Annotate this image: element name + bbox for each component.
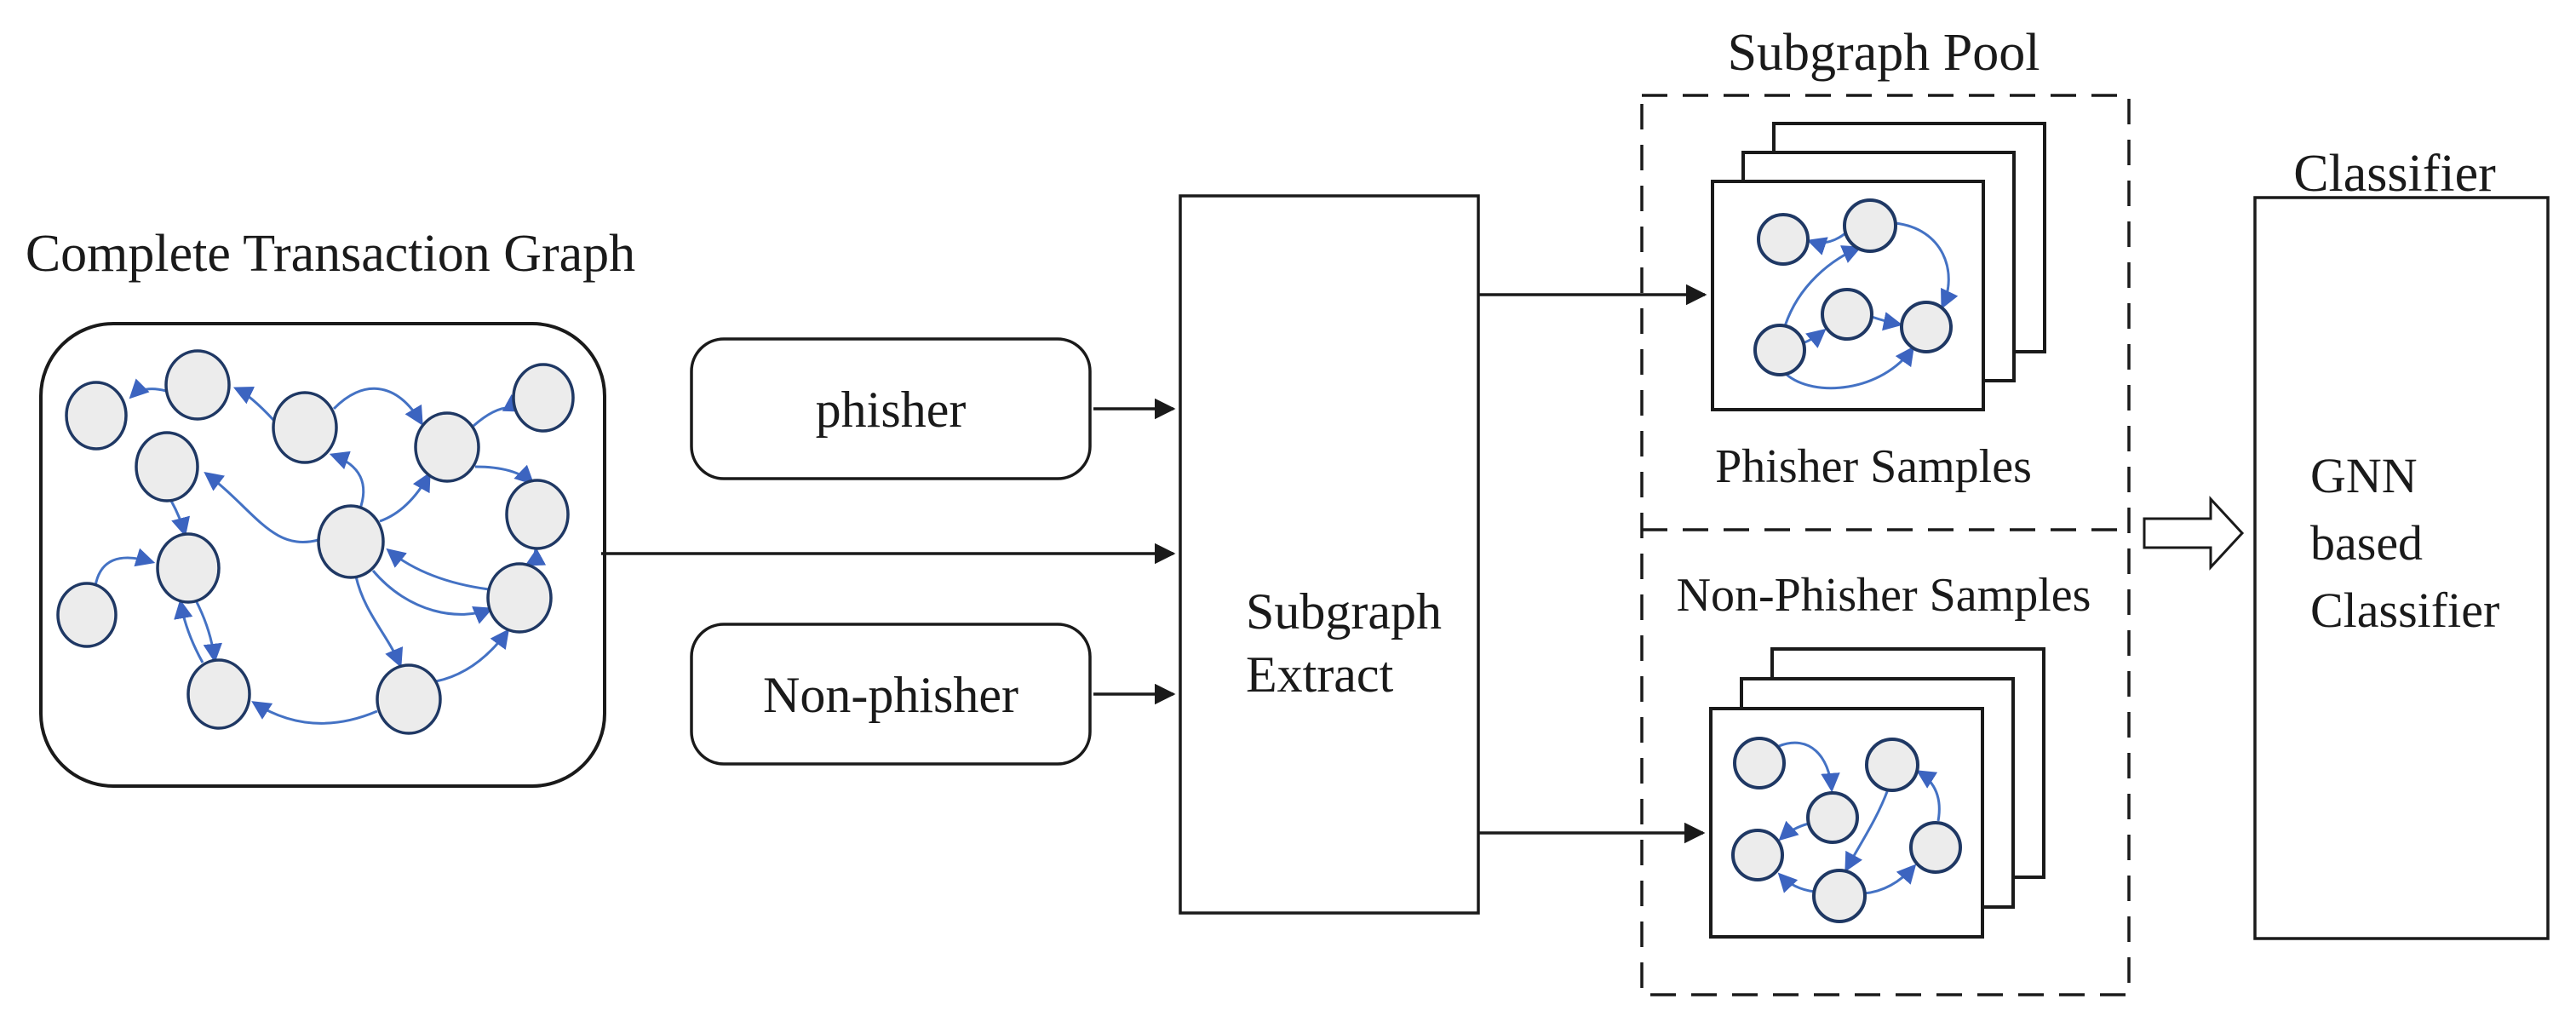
graph-edge (354, 576, 404, 669)
graph-edge (232, 386, 275, 422)
graph-edge (371, 570, 494, 624)
phisher-samples-stack (1711, 122, 2046, 411)
graph-node (135, 431, 199, 502)
graph-node (156, 532, 221, 604)
mini-graph-node (1757, 213, 1810, 266)
mini-graph-edge (1806, 232, 1846, 256)
classifier-box (2253, 196, 2550, 940)
non-phisher-samples-label: Non-Phisher Samples (1677, 569, 2091, 622)
subgraph-pool-title: Subgraph Pool (1728, 24, 2040, 82)
non-phisher-samples-stack (1709, 647, 2045, 939)
classifier-label-line1: GNN (2310, 448, 2418, 503)
graph-node (317, 504, 385, 579)
graph-edge (169, 500, 191, 537)
classifier-label-line2: based (2310, 515, 2423, 571)
graph-node (414, 411, 480, 483)
graph-edge (435, 629, 509, 683)
classifier-heading: Classifier (2293, 145, 2496, 203)
mini-graph-node (1821, 288, 1873, 341)
graph-node (376, 663, 442, 735)
mini-graph-edge (1916, 770, 1941, 822)
graph-edge (194, 600, 223, 663)
mini-graph-edge (1777, 872, 1816, 893)
graph-edge (251, 701, 378, 725)
graph-edge (94, 548, 156, 587)
graph-node (486, 562, 553, 634)
mini-graph-edge (1785, 346, 1914, 390)
mini-graph-node (1806, 791, 1859, 844)
mini-graph-node (1843, 198, 1897, 253)
subgraph-extract-label-line2: Extract (1246, 646, 1394, 703)
graph-node (56, 582, 118, 648)
transaction-graph-nodes (56, 349, 575, 735)
non-phisher-seed-label: Non-phisher (763, 667, 1018, 723)
graph-node (512, 363, 575, 433)
mini-graph-node (1753, 324, 1806, 376)
non-phisher-mini-graph-edges (1777, 741, 1941, 895)
phisher-seed-label: phisher (816, 382, 967, 438)
graph-edge (386, 548, 490, 591)
graph-edge (174, 599, 204, 663)
graph-edge (129, 378, 167, 399)
classifier-label-line3: Classifier (2310, 583, 2499, 638)
mini-graph-node (1731, 829, 1784, 881)
mini-graph-edge (1783, 245, 1862, 327)
non-phisher-seed-box (690, 623, 1092, 766)
graph-node (186, 658, 251, 730)
mini-graph-node (1865, 738, 1919, 792)
mini-graph-node (1812, 869, 1867, 923)
mini-graph-node (1909, 821, 1962, 874)
subgraph-extract-label-line1: Subgraph (1246, 583, 1442, 640)
mini-graph-edge (1863, 864, 1917, 895)
graph-node (164, 349, 231, 421)
mini-graph-edge (1778, 741, 1840, 793)
hollow-arrow-icon (2143, 496, 2245, 571)
mini-graph-node (1900, 301, 1953, 353)
mini-graph-node (1733, 737, 1786, 789)
complete-transaction-graph-title: Complete Transaction Graph (26, 225, 635, 283)
graph-node (505, 479, 570, 550)
connectors (601, 284, 1707, 844)
mini-graph-edge (1894, 221, 1959, 310)
phisher-seed-box (690, 337, 1092, 480)
non-phisher-mini-graph-nodes (1731, 737, 1962, 923)
mini-graph-edge (1778, 820, 1810, 841)
transaction-graph-edges (94, 378, 547, 725)
phisher-samples-label: Phisher Samples (1715, 440, 2032, 493)
graph-node (65, 381, 128, 451)
mini-graph-edge (1871, 312, 1903, 331)
phisher-mini-graph-nodes (1753, 198, 1953, 376)
graph-edge (204, 471, 319, 543)
graph-node (272, 391, 338, 464)
subgraph-extract-box (1179, 194, 1480, 915)
graph-edge (379, 472, 431, 523)
graph-edge (329, 451, 365, 512)
graph-edge (332, 387, 423, 426)
mini-graph-edge (1845, 789, 1890, 872)
